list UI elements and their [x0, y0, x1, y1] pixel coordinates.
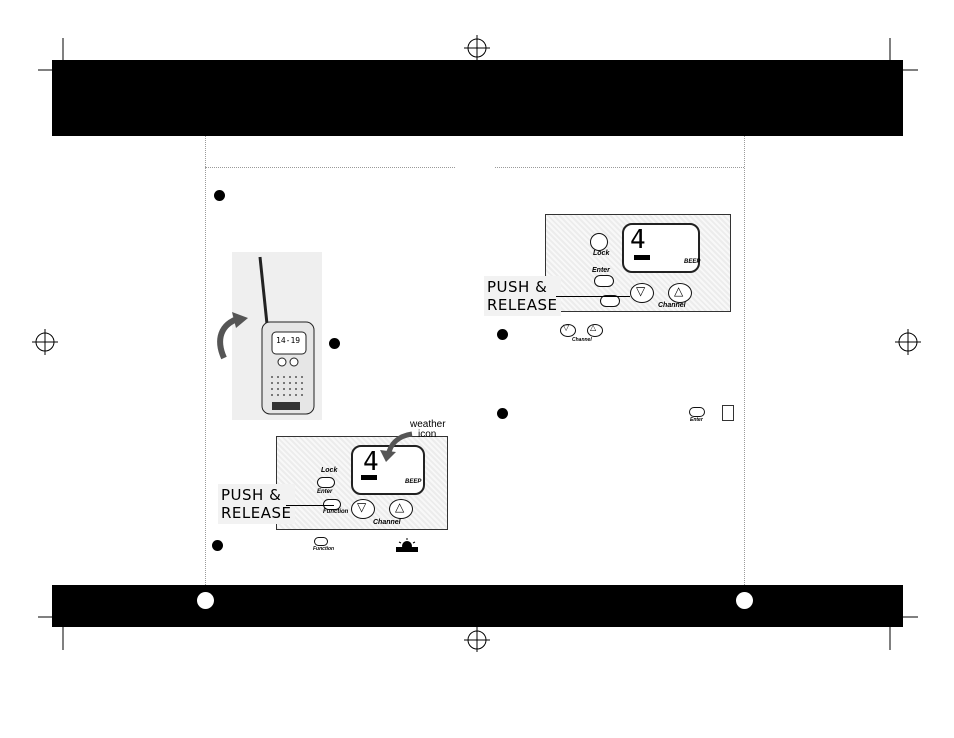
- lcd-bar: [361, 475, 377, 480]
- up-arrow-icon: △: [590, 323, 597, 332]
- down-arrow-icon: ▽: [563, 323, 570, 332]
- function-key[interactable]: [600, 295, 620, 307]
- function-key-inline: [314, 537, 328, 546]
- enter-key[interactable]: [317, 477, 335, 488]
- rule-right: [495, 167, 744, 168]
- page-number-dot-left: [197, 592, 214, 609]
- bullet-icon: [214, 190, 225, 201]
- header-bar: [52, 60, 903, 136]
- weather-icon: [396, 538, 418, 552]
- footer-bar: [52, 585, 903, 627]
- down-arrow-inline-icon: [560, 324, 576, 337]
- up-arrow-inline-icon: [587, 324, 603, 337]
- up-arrow-icon: △: [395, 500, 405, 514]
- up-arrow-button[interactable]: [668, 283, 692, 303]
- up-arrow-icon: △: [674, 284, 684, 298]
- weather-icon-callout-line2: icon: [418, 429, 437, 440]
- weather-icon-callout-line1: weather: [410, 419, 446, 430]
- lock-key[interactable]: [590, 233, 608, 251]
- function-key-inline-label: Function: [313, 546, 335, 552]
- radio-display-digits: 14-19: [276, 336, 301, 345]
- down-arrow-button[interactable]: [630, 283, 654, 303]
- push-release-pointer: [286, 505, 334, 506]
- push-release-line2: RELEASE: [221, 504, 292, 522]
- weather-icon-callout: weather icon: [410, 420, 446, 440]
- lock-key-label: Lock: [321, 467, 338, 474]
- rule-left: [205, 167, 455, 168]
- bullet-icon: [212, 540, 223, 551]
- radio-illustration: 14-19: [232, 252, 322, 420]
- enter-key-label: Enter: [317, 489, 333, 495]
- beep-label: BEEP: [684, 259, 701, 265]
- down-arrow-icon: ▽: [636, 284, 646, 298]
- column-guide-right: [744, 136, 745, 585]
- down-arrow-button[interactable]: [351, 499, 375, 519]
- column-guide-left: [205, 136, 206, 585]
- push-release-label-right: PUSH & RELEASE: [484, 276, 561, 316]
- channel-key-label: Channel: [658, 302, 686, 309]
- enter-key-label: Enter: [592, 267, 610, 274]
- function-key[interactable]: [323, 499, 341, 510]
- up-arrow-button[interactable]: [389, 499, 413, 519]
- push-release-line1: PUSH &: [487, 278, 548, 296]
- function-panel: 4 BEEP Lock Enter Function ▽ △ Channel: [276, 436, 448, 530]
- page-number-dot-right: [736, 592, 753, 609]
- function-key-label: Function: [323, 509, 349, 515]
- arrow-icon: [217, 312, 248, 360]
- bullet-icon: [497, 329, 508, 340]
- channel-inline-label: Channel: [572, 337, 592, 343]
- enter-key-inline-label: Enter: [690, 417, 703, 423]
- enter-key-inline: [689, 407, 705, 417]
- lcd-channel-digit: 4: [630, 225, 646, 255]
- push-release-line1: PUSH &: [221, 486, 282, 504]
- channel-panel: 4 BEEP Lock Enter ▽ △ Channel: [545, 214, 731, 312]
- push-release-pointer: [556, 296, 630, 297]
- beep-label: BEEP: [405, 479, 422, 485]
- bullet-icon: [497, 408, 508, 419]
- channel-key-label: Channel: [373, 519, 401, 526]
- lcd-display: [622, 223, 700, 273]
- bullet-icon: [329, 338, 340, 349]
- push-release-label-left: PUSH & RELEASE: [218, 484, 295, 524]
- function-key-inline: [722, 405, 734, 421]
- push-release-line2: RELEASE: [487, 296, 558, 314]
- lcd-bar: [634, 255, 650, 260]
- down-arrow-icon: ▽: [357, 500, 367, 514]
- lock-key-label: Lock: [593, 250, 610, 257]
- registration-mark-icon: [32, 35, 921, 652]
- lcd-channel-digit: 4: [363, 447, 379, 477]
- enter-key[interactable]: [594, 275, 614, 287]
- radio-drawing: [232, 252, 322, 420]
- arrow-icon: [380, 431, 413, 462]
